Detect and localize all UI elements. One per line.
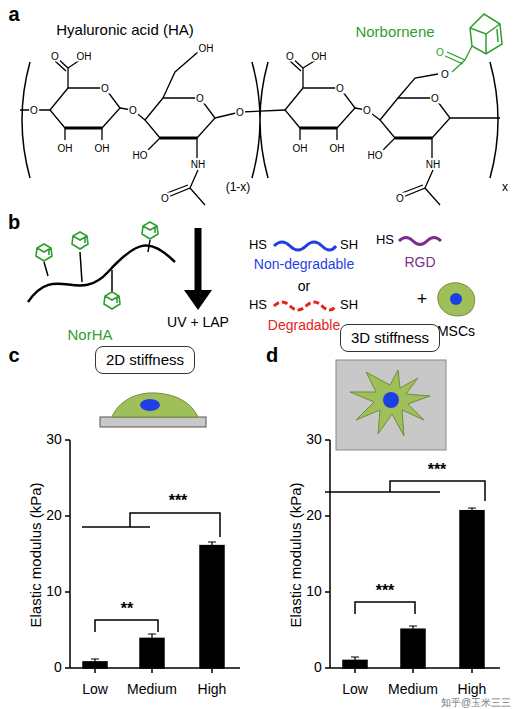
atom-label: HO bbox=[367, 150, 384, 161]
atom-label: NH bbox=[190, 159, 206, 170]
thiol-end: HS bbox=[376, 233, 394, 247]
repeat-subscript: (1-x) bbox=[226, 181, 251, 194]
atom-label: O bbox=[430, 93, 440, 104]
axis-tick: 30 bbox=[306, 432, 322, 447]
atom-label: OH bbox=[311, 51, 328, 62]
axis-title: Elastic modulus (kPa) bbox=[28, 482, 45, 627]
category-label: Low bbox=[82, 682, 108, 697]
polymer-name: NorHA bbox=[67, 327, 112, 344]
atom-label: OH bbox=[57, 143, 74, 154]
peptide-name: RGD bbox=[404, 255, 435, 270]
repeat-subscript: x bbox=[502, 181, 508, 194]
atom-label: OH bbox=[94, 143, 111, 154]
norbornene-group bbox=[445, 14, 502, 72]
significance-mark: *** bbox=[376, 582, 395, 600]
atom-label: O bbox=[128, 105, 138, 116]
atom-label: OH bbox=[329, 143, 346, 154]
atom-label: O bbox=[235, 107, 245, 118]
group-name: Norbornene bbox=[355, 24, 434, 41]
thiol-end: SH bbox=[340, 298, 358, 312]
molecule-name: Hyaluronic acid (HA) bbox=[56, 22, 194, 39]
thiol-end: SH bbox=[340, 238, 358, 252]
box-title: 3D stiffness bbox=[351, 329, 429, 346]
category-label: Medium bbox=[127, 682, 177, 697]
stiffness-title-box: 2D stiffness bbox=[95, 346, 195, 374]
atom-label: HO bbox=[132, 150, 149, 161]
bar-chart-3d bbox=[325, 440, 500, 673]
bar-chart-2d bbox=[65, 440, 240, 673]
significance-mark: ** bbox=[121, 600, 133, 618]
conjunction: or bbox=[298, 279, 310, 294]
panel-letter: d bbox=[266, 344, 278, 366]
atom-label: O bbox=[435, 47, 445, 58]
atom-label: OH bbox=[292, 143, 309, 154]
box-title: 2D stiffness bbox=[106, 351, 184, 368]
thiol-end: HS bbox=[249, 298, 267, 312]
atom-label: NH bbox=[425, 159, 441, 170]
atom-label: OH bbox=[76, 51, 93, 62]
panel-letter: a bbox=[8, 3, 19, 25]
category-label: High bbox=[458, 682, 487, 697]
axis-tick: 20 bbox=[306, 508, 322, 523]
cell-name: MSCs bbox=[437, 324, 475, 339]
atom-label: O bbox=[50, 51, 60, 62]
atom-label: O bbox=[440, 69, 450, 80]
significance-mark: *** bbox=[169, 492, 188, 510]
atom-label: O bbox=[362, 105, 372, 116]
crosslinker-name: Degradable bbox=[268, 318, 340, 333]
category-label: High bbox=[198, 682, 227, 697]
category-label: Medium bbox=[388, 682, 438, 697]
atom-label: O bbox=[195, 93, 205, 104]
reaction-condition: UV + LAP bbox=[167, 315, 229, 330]
axis-tick: 0 bbox=[314, 660, 322, 675]
cell-on-2d-substrate bbox=[100, 393, 206, 427]
chemical-structure bbox=[20, 14, 502, 205]
watermark: 知乎@玉米三三 bbox=[441, 697, 511, 708]
atom-label: O bbox=[285, 51, 295, 62]
hydrogel-scheme bbox=[28, 222, 475, 316]
axis-tick: 0 bbox=[54, 660, 62, 675]
cell-in-3d-gel bbox=[336, 360, 446, 450]
atom-label: O bbox=[100, 83, 110, 94]
atom-label: O bbox=[395, 193, 405, 204]
axis-tick: 10 bbox=[46, 584, 62, 599]
stiffness-title-box: 3D stiffness bbox=[340, 324, 440, 352]
thiol-end: HS bbox=[249, 238, 267, 252]
atom-label: OH bbox=[198, 43, 215, 54]
category-label: Low bbox=[342, 682, 368, 697]
atom-label: O bbox=[29, 105, 39, 116]
crosslinker-name: Non-degradable bbox=[254, 257, 354, 272]
significance-mark: *** bbox=[428, 461, 447, 479]
axis-title: Elastic modulus (kPa) bbox=[288, 482, 305, 627]
panel-letter: b bbox=[8, 211, 20, 233]
panel-letter: c bbox=[8, 344, 19, 366]
plus-sign: + bbox=[417, 290, 428, 310]
atom-label: O bbox=[335, 83, 345, 94]
axis-tick: 30 bbox=[46, 432, 62, 447]
axis-tick: 20 bbox=[46, 508, 62, 523]
axis-tick: 10 bbox=[306, 584, 322, 599]
atom-label: O bbox=[160, 193, 170, 204]
